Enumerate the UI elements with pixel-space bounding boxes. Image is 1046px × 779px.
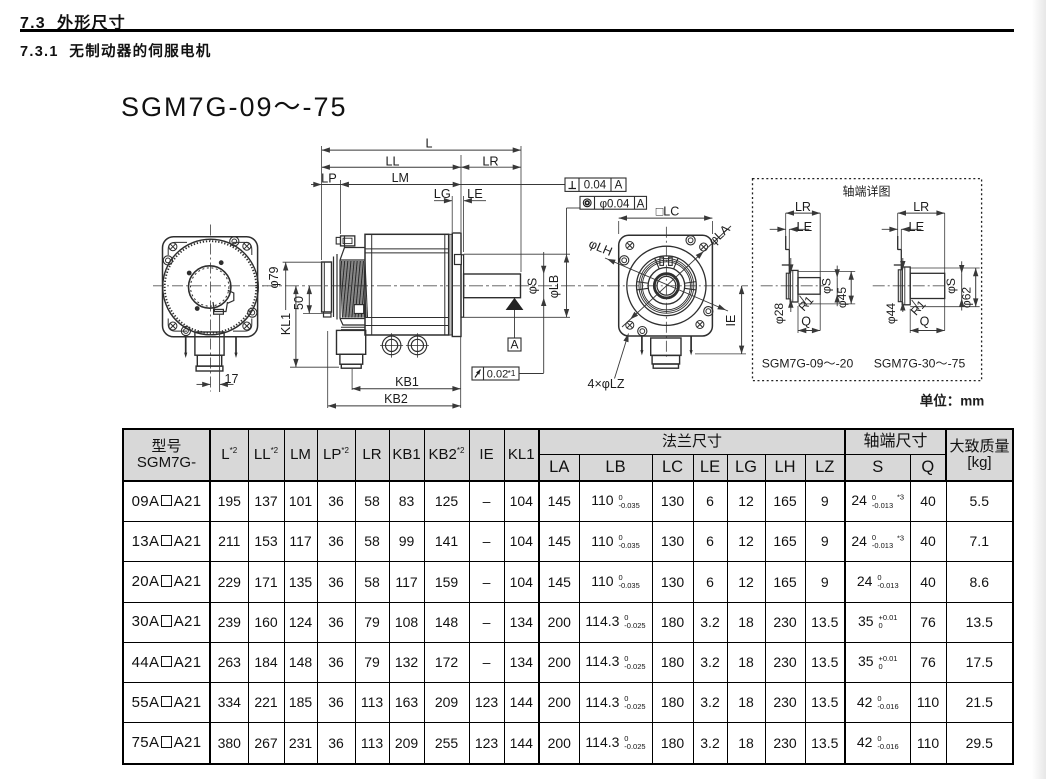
- svg-text:R1: R1: [796, 293, 817, 314]
- svg-text:KB1: KB1: [395, 375, 419, 389]
- svg-text:A: A: [510, 338, 518, 352]
- svg-text:SGM7G-30～-75: SGM7G-30～-75: [874, 357, 966, 371]
- svg-text:φ45: φ45: [835, 287, 849, 308]
- svg-text:φLH: φLH: [587, 237, 615, 259]
- svg-text:LR: LR: [913, 200, 929, 214]
- svg-text:单位：mm: 单位：mm: [920, 393, 985, 409]
- svg-text:50: 50: [292, 296, 306, 310]
- svg-text:17: 17: [225, 372, 239, 386]
- svg-text:LP: LP: [321, 171, 337, 186]
- svg-text:L: L: [426, 137, 433, 151]
- svg-text:SGM7G-09～-20: SGM7G-09～-20: [762, 357, 854, 371]
- svg-text:IE: IE: [724, 315, 738, 327]
- svg-text:LE: LE: [467, 186, 483, 201]
- svg-text:轴端详图: 轴端详图: [842, 184, 890, 199]
- svg-text:LL: LL: [386, 154, 400, 168]
- svg-text:φS: φS: [526, 278, 540, 294]
- svg-text:A: A: [615, 179, 623, 191]
- svg-text:KL1: KL1: [279, 313, 293, 335]
- svg-text:4×φLZ: 4×φLZ: [588, 377, 625, 391]
- svg-text:□LC: □LC: [656, 204, 680, 218]
- svg-text:Q: Q: [801, 314, 811, 328]
- svg-text:LE: LE: [796, 219, 812, 234]
- svg-text:0.02: 0.02: [487, 368, 508, 380]
- svg-text:LG: LG: [434, 186, 451, 201]
- svg-text:φ44: φ44: [884, 303, 898, 324]
- svg-text:φS: φS: [820, 278, 834, 294]
- svg-text:A: A: [637, 198, 645, 210]
- svg-text:φ62: φ62: [960, 287, 974, 308]
- svg-text:KB2: KB2: [384, 392, 408, 406]
- svg-text:φ28: φ28: [772, 303, 786, 324]
- svg-text:LE: LE: [908, 219, 924, 234]
- svg-text:Q: Q: [920, 314, 930, 328]
- svg-text:0.04: 0.04: [584, 179, 607, 191]
- svg-text:φ79: φ79: [267, 266, 281, 288]
- svg-text:LR: LR: [795, 200, 811, 214]
- svg-text:φS: φS: [944, 278, 958, 294]
- svg-text:*1: *1: [508, 368, 516, 378]
- svg-text:φLA: φLA: [706, 222, 733, 249]
- svg-text:φLB: φLB: [547, 275, 561, 298]
- svg-text:LR: LR: [482, 153, 498, 168]
- svg-text:LM: LM: [392, 171, 409, 185]
- svg-text:φ0.04: φ0.04: [600, 198, 630, 210]
